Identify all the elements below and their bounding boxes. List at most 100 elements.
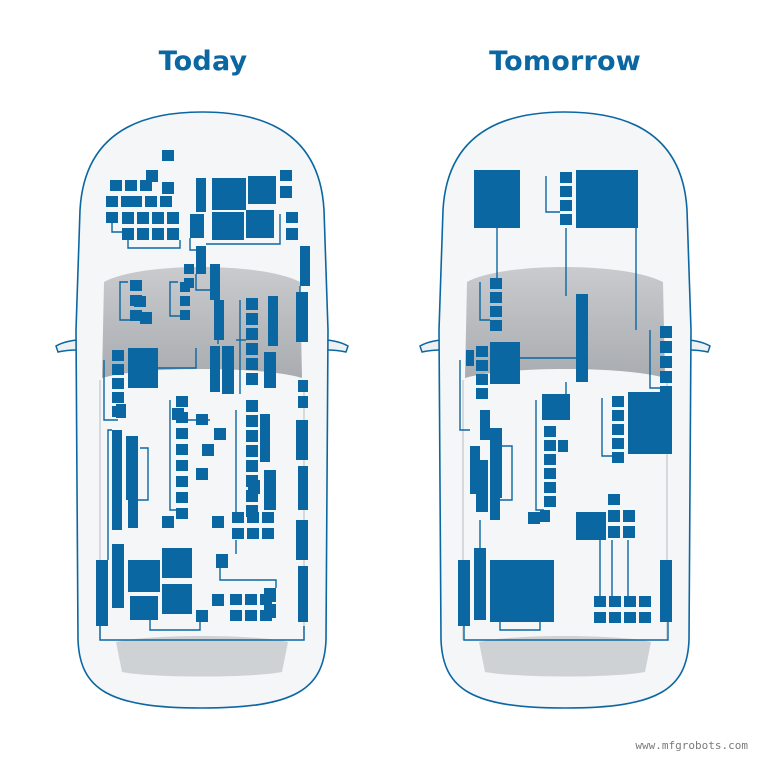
ecu-small (130, 196, 142, 207)
ecu-small (176, 508, 188, 519)
wire (463, 622, 669, 641)
ecu-block (286, 212, 298, 223)
ecu-block (480, 410, 490, 440)
ecu-small (245, 594, 257, 605)
ecu-block (264, 352, 276, 388)
car-body (75, 111, 329, 709)
ecu-block (214, 428, 226, 440)
ecu-large (162, 584, 192, 614)
ecu-small (247, 512, 259, 523)
ecu-block (216, 554, 228, 568)
ecu-block (474, 548, 486, 620)
ecu-block (140, 312, 152, 324)
ecu-block (162, 150, 174, 161)
wire (138, 447, 149, 501)
ecu-small (180, 282, 190, 292)
ecu-block (196, 178, 206, 212)
ecu-small (167, 212, 179, 224)
ecu-small (609, 612, 621, 623)
ecu-domain-controller (576, 170, 638, 228)
wire (103, 360, 118, 421)
wire (169, 281, 180, 317)
ecu-block (268, 296, 278, 346)
ecu-domain-controller (628, 392, 672, 454)
ecu-small (125, 180, 137, 191)
ecu-small (612, 424, 624, 435)
ecu-small (544, 426, 556, 437)
ecu-small (298, 380, 308, 392)
ecu-small (176, 460, 188, 471)
ecu-small (594, 596, 606, 607)
ecu-block (466, 350, 474, 366)
ecu-block (126, 436, 138, 500)
ecu-block (280, 170, 292, 181)
wire (127, 240, 181, 249)
wires-tomorrow (459, 176, 669, 641)
ecu-small (246, 460, 258, 472)
ecu-small (246, 358, 258, 370)
ecu-small (106, 196, 118, 207)
ecu-small (247, 528, 259, 539)
ecu-small (490, 292, 502, 303)
ecu-small (180, 310, 190, 320)
ecu-small (560, 186, 572, 197)
ecu-small (660, 341, 672, 353)
ecu-small (544, 454, 556, 465)
ecu-block (248, 480, 260, 494)
ecu-block (660, 560, 672, 622)
ecu-large (130, 596, 158, 620)
ecu-small (180, 296, 190, 306)
ecu-small (608, 494, 620, 505)
ecu-block (280, 186, 292, 198)
ecu-small (184, 264, 194, 274)
ecu-small (112, 350, 124, 361)
ecu-small (246, 298, 258, 310)
ecu-small (112, 378, 124, 389)
ecu-small (246, 313, 258, 325)
ecu-small (476, 346, 488, 357)
ecu-small (160, 196, 172, 207)
ecu-small (167, 228, 179, 240)
ecu-small (176, 396, 188, 407)
ecu-large (246, 210, 274, 238)
ecu-small (612, 438, 624, 449)
ecu-small (608, 526, 620, 538)
wire (500, 445, 513, 501)
ecu-block (196, 246, 206, 274)
ecu-block (162, 516, 174, 528)
wire (149, 620, 201, 631)
ecu-small (110, 180, 122, 191)
ecu-large (542, 394, 570, 420)
ecu-large (212, 178, 246, 210)
ecu-small (476, 388, 488, 399)
ecu-block (112, 544, 124, 608)
ecu-small (122, 212, 134, 224)
ecu-block (146, 170, 158, 182)
watermark: www.mfgrobots.com (635, 739, 748, 752)
ecu-small (112, 392, 124, 403)
ecu-small (639, 612, 651, 623)
ecu-block (116, 404, 126, 418)
ecu-block (212, 516, 224, 528)
ecu-small (145, 196, 157, 207)
ecu-small (544, 468, 556, 479)
rear-window (116, 636, 288, 677)
ecu-block (490, 470, 500, 520)
ecu-block (214, 300, 224, 340)
ecu-small (106, 212, 118, 223)
ecu-block (210, 264, 220, 300)
ecu-small (476, 374, 488, 385)
ecu-block (96, 560, 108, 626)
ecu-block (286, 228, 298, 240)
ecu-small (246, 445, 258, 457)
ecu-block (470, 446, 480, 494)
ecu-small (624, 612, 636, 623)
ecu-block (212, 594, 224, 606)
ecu-block (128, 494, 138, 528)
ecu-block (296, 292, 308, 342)
ecu-small (544, 440, 556, 451)
wire (111, 223, 122, 233)
ecu-small (544, 482, 556, 493)
ecu-small (152, 212, 164, 224)
car-today (55, 111, 349, 709)
